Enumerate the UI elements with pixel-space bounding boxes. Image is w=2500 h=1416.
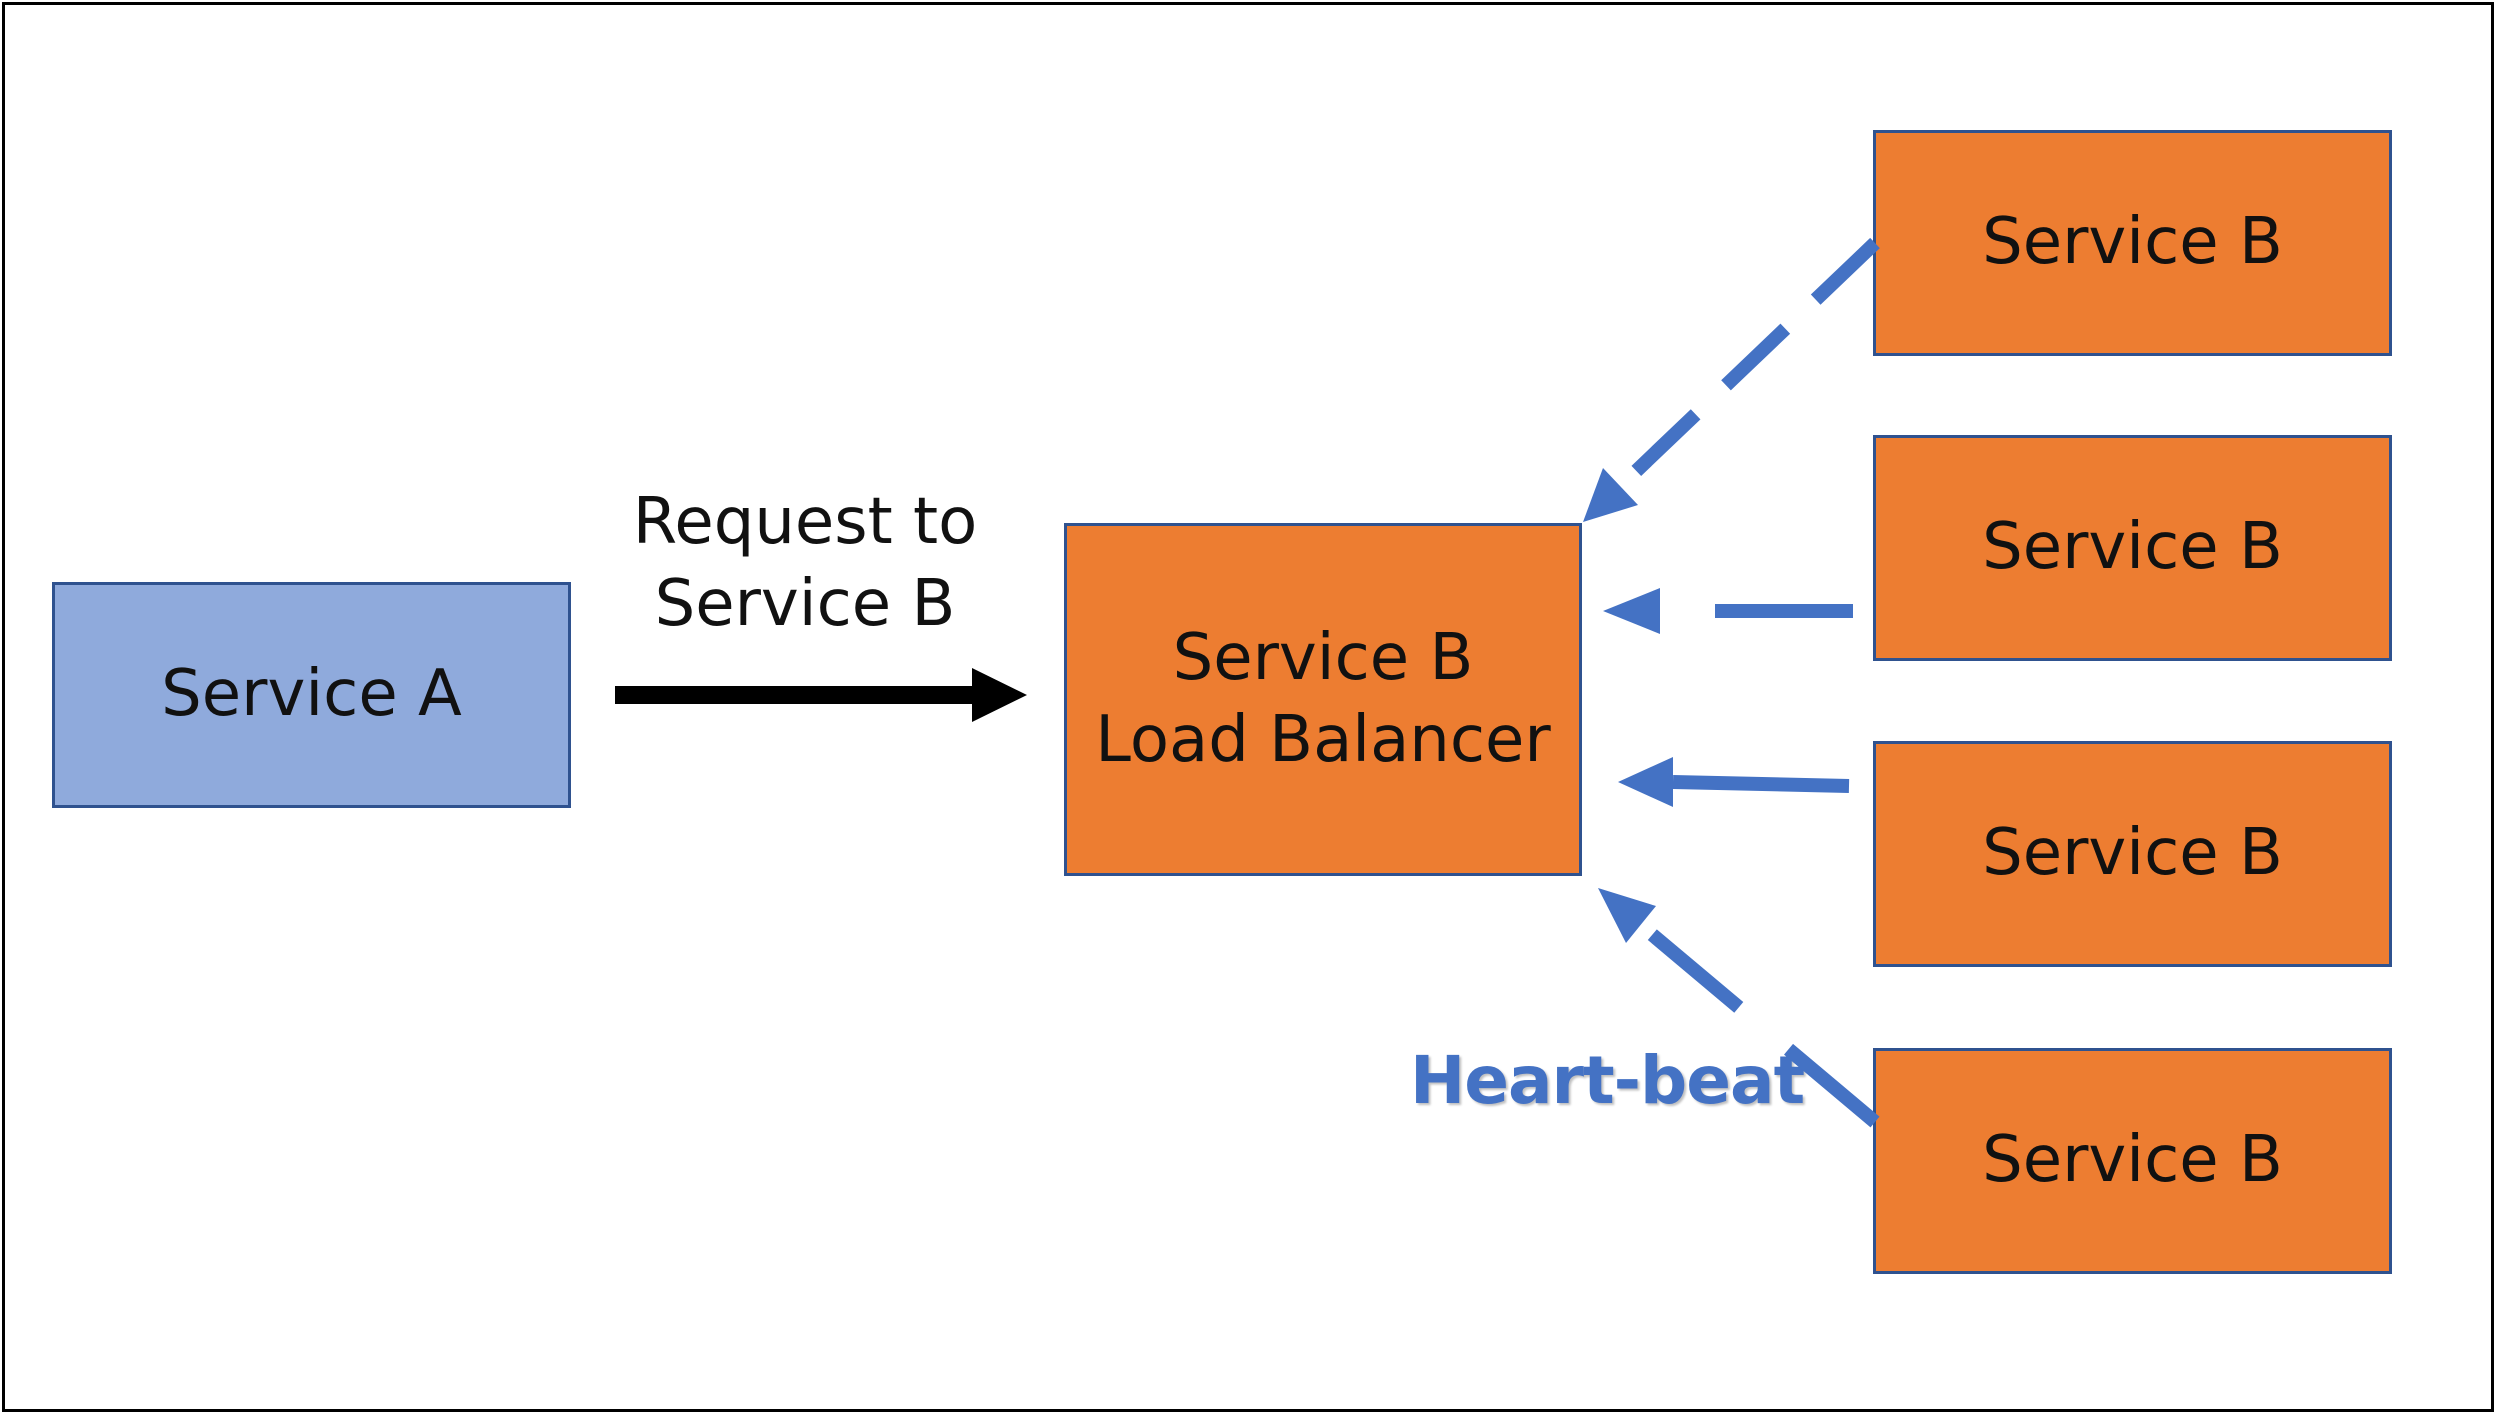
request-label: Request to Service B — [605, 482, 1005, 646]
request-arrow — [615, 668, 1027, 722]
service-b-instance-label: Service B — [1982, 510, 2283, 585]
request-label-line1: Request to — [632, 485, 978, 559]
service-a-label: Service A — [161, 657, 462, 732]
load-balancer-box: Service B Load Balancer — [1064, 523, 1582, 876]
heartbeat-arrow-1 — [1583, 237, 1880, 522]
load-balancer-label-line1: Service B — [1172, 620, 1474, 695]
service-b-instance-label: Service B — [1982, 816, 2283, 891]
service-b-instance-label: Service B — [1982, 205, 2283, 280]
load-balancer-label-line2: Load Balancer — [1095, 702, 1551, 777]
service-b-instance-1: Service B — [1873, 130, 2392, 356]
heartbeat-label: Heart-beat — [1410, 1042, 1805, 1119]
heartbeat-arrow-2 — [1603, 588, 1853, 634]
request-label-line2: Service B — [654, 566, 956, 641]
service-b-instance-label: Service B — [1982, 1123, 2283, 1198]
service-b-instance-2: Service B — [1873, 435, 2392, 661]
heartbeat-arrow-3 — [1618, 757, 1850, 807]
heartbeat-arrow-4 — [1598, 888, 1880, 1128]
service-a-box: Service A — [52, 582, 571, 808]
service-b-instance-4: Service B — [1873, 1048, 2392, 1274]
service-b-instance-3: Service B — [1873, 741, 2392, 967]
